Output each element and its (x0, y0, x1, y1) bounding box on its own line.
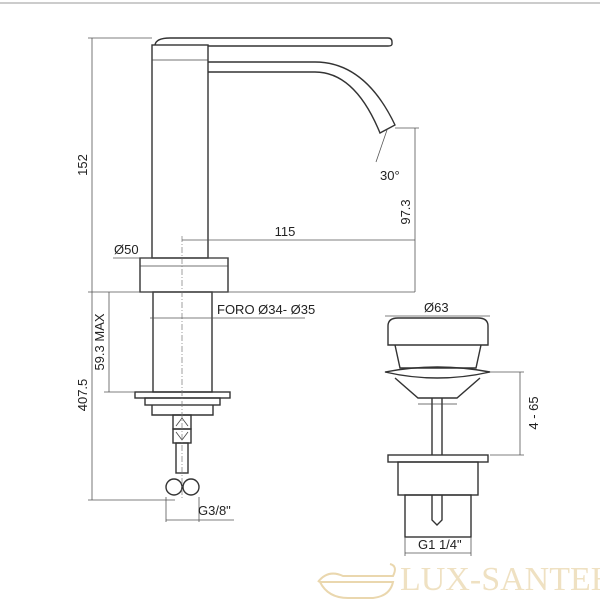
dim-base-diameter: Ø50 (114, 242, 139, 257)
faucet-drawing (134, 37, 396, 500)
drain-body-plate (387, 454, 489, 463)
dim-angle: 30° (380, 168, 400, 183)
dim-max-thickness: 59.3 MAX (92, 313, 107, 370)
watermark-brand: LUX-SANTEH (400, 561, 600, 598)
watermark-logo: LUX-SANTEH (317, 561, 600, 599)
faucet-shank (152, 291, 213, 393)
dim-spout-height: 97.3 (398, 199, 413, 224)
faucet-lever (154, 37, 393, 47)
dim-cap-diameter: Ø63 (424, 300, 449, 315)
dim-drain-thread: G1 1/4" (418, 537, 462, 552)
dim-hole-diameter: FORO Ø34- Ø35 (217, 302, 315, 317)
dim-stroke: 4 - 65 (526, 396, 541, 429)
drain-dimensions: Ø63 4 - 65 G1 1/4" (385, 300, 541, 556)
drain-body (397, 461, 479, 496)
dim-height-152: 152 (75, 154, 90, 176)
bathtub-icon (317, 563, 396, 599)
dim-hose-thread: G3/8" (198, 503, 231, 518)
fixing-plate (134, 391, 231, 399)
faucet-base (139, 257, 229, 293)
faucet-spout (208, 61, 396, 134)
faucet-body (151, 44, 209, 259)
drain-thread (404, 494, 472, 538)
drain-drawing (384, 317, 491, 538)
faucet-dimensions: 152 407.5 59.3 MAX 115 97.3 30° Ø50 FORO… (75, 37, 419, 522)
hose-nut (165, 478, 183, 496)
drain-cap (387, 317, 489, 346)
dim-hose-407: 407.5 (75, 379, 90, 412)
dim-reach-115: 115 (275, 224, 296, 239)
